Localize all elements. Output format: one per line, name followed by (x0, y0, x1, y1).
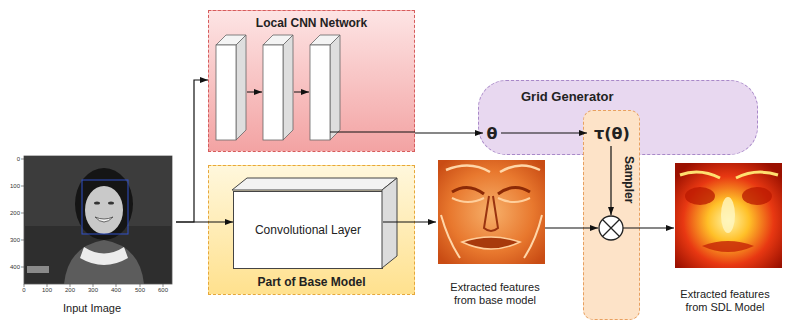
feature-brow (446, 165, 540, 172)
photo-eye (94, 201, 100, 204)
axis-tick-label: 200 (10, 210, 20, 217)
feature-brow (680, 172, 778, 178)
axis-tick-label: 400 (111, 287, 121, 294)
photo-collar (80, 247, 128, 265)
feature-cheek (441, 215, 542, 258)
layer-arrow (294, 92, 309, 93)
axis-tick-label: 100 (42, 287, 52, 294)
node-text: Extracted features from base model (440, 281, 550, 307)
node-text: Extracted features from SDL Model (670, 288, 780, 314)
connector-arrow (176, 80, 208, 222)
input-photo (21, 156, 172, 287)
sampler-wire (545, 227, 598, 228)
layer-slab (310, 35, 340, 140)
node-text: τ(θ) (594, 124, 630, 143)
slab-side (283, 35, 293, 140)
node-text: Input Image (63, 302, 121, 315)
parameter-symbol: θ (483, 121, 501, 145)
connector-arrow (176, 221, 233, 222)
axis-tick-label: 500 (135, 287, 145, 294)
sampler-wire (623, 227, 674, 228)
face-box (82, 180, 128, 234)
axis-tick-label: 200 (65, 287, 75, 294)
feature-ground (675, 163, 782, 268)
layer-arrow (247, 92, 262, 93)
node-text: Sampler (622, 156, 636, 203)
base-feature-map (438, 160, 545, 264)
sdl-feature-map (675, 163, 782, 268)
axis-tick-label: 300 (88, 287, 98, 294)
feature-eye (452, 198, 530, 202)
axis-tick-label: 300 (10, 237, 20, 244)
photo-eye (108, 201, 114, 204)
feature-nose (484, 196, 498, 231)
multiply-cross (603, 220, 620, 237)
photo-tag (27, 266, 49, 273)
feature-eye (742, 187, 772, 205)
slab-front (310, 45, 330, 140)
node-text: Local CNN Network (256, 16, 367, 30)
photo-hair (75, 168, 133, 240)
connector-arrow (501, 132, 587, 133)
connector-arrow (383, 221, 436, 222)
slab-side (236, 35, 246, 140)
multiply-symbol (599, 216, 623, 240)
feature-eye (452, 187, 530, 194)
axis-tick-label: 100 (10, 183, 20, 190)
photo-shirt (64, 240, 144, 284)
slab-front (263, 45, 283, 140)
feature-ground (438, 160, 545, 264)
node-text: Grid Generator (521, 89, 613, 104)
layer-box: Convolutional Layer (233, 191, 383, 269)
layer-slab (216, 35, 246, 140)
feature-eye (685, 187, 715, 205)
node-text: Part of Base Model (257, 275, 365, 289)
feature-mouth (462, 237, 520, 249)
slab-side (330, 35, 340, 140)
box-top-face (232, 178, 397, 190)
node-text: Convolutional Layer (255, 223, 361, 237)
photo-frame (24, 156, 172, 284)
sampler-wire (610, 146, 611, 215)
node-text: θ (487, 124, 498, 143)
axis-tick-label: 600 (158, 287, 168, 294)
layer-slab (263, 35, 293, 140)
axis-tick-label: 400 (10, 264, 20, 271)
box-side-face (382, 178, 397, 268)
axis-tick-label: 0 (17, 156, 20, 163)
photo-smile (95, 217, 113, 222)
cnn-layers (216, 35, 415, 140)
layer-wire (330, 131, 415, 132)
feature-nose (721, 197, 735, 233)
transform-symbol: τ(θ) (587, 121, 637, 145)
photo-face (85, 186, 123, 234)
axis-tick-label: 0 (22, 287, 25, 294)
feature-mouth (702, 241, 754, 252)
connector-arrow (415, 132, 483, 133)
axis-ticks (21, 159, 163, 287)
slab-front (216, 45, 236, 140)
